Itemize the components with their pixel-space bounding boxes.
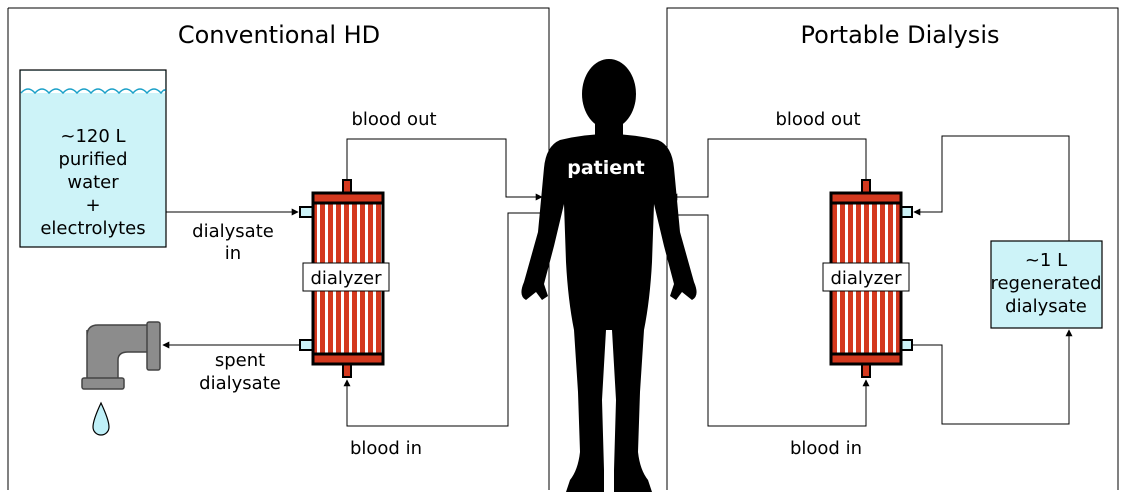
right-dialyzer: dialyzer	[823, 180, 912, 377]
tank-line-purified: purified	[58, 149, 127, 170]
tank-line-plus: +	[85, 195, 100, 216]
regen-line-volume: ~1 L	[1025, 250, 1067, 271]
patient-label: patient	[567, 157, 645, 179]
left-dialyzer: dialyzer	[300, 180, 389, 377]
left-panel-title: Conventional HD	[178, 21, 380, 49]
spent-dialysate-label-1: spent	[215, 350, 265, 371]
spent-dialysate-label-2: dialysate	[199, 373, 281, 394]
regen-line-dialysate: dialysate	[1005, 296, 1087, 317]
dialysate-in-label-2: in	[225, 243, 241, 264]
right-panel-title: Portable Dialysis	[801, 21, 1000, 49]
right-blood-in-label: blood in	[790, 438, 862, 459]
drain-faucet-icon	[82, 322, 160, 389]
right-blood-out-line	[671, 139, 866, 197]
water-tank: ~120 L purified water + electrolytes	[20, 70, 166, 247]
regen-to-dialyzer-line	[914, 136, 1069, 241]
left-blood-out-line	[347, 139, 542, 197]
patient-silhouette-icon	[521, 59, 696, 492]
dialyzer-to-regen-line	[912, 330, 1069, 424]
regen-line-regenerated: regenerated	[990, 273, 1101, 294]
tank-line-water: water	[67, 172, 119, 193]
tank-line-volume: ~120 L	[60, 126, 125, 147]
left-blood-in-label: blood in	[350, 438, 422, 459]
left-blood-out-label: blood out	[351, 109, 436, 130]
right-blood-out-label: blood out	[775, 109, 860, 130]
left-dialyzer-label: dialyzer	[310, 268, 382, 289]
right-dialyzer-label: dialyzer	[830, 268, 902, 289]
regenerated-dialysate-box: ~1 L regenerated dialysate	[990, 241, 1102, 328]
tank-line-electrolytes: electrolytes	[40, 218, 145, 239]
water-drop-icon	[93, 403, 109, 435]
dialysate-in-label-1: dialysate	[192, 221, 274, 242]
